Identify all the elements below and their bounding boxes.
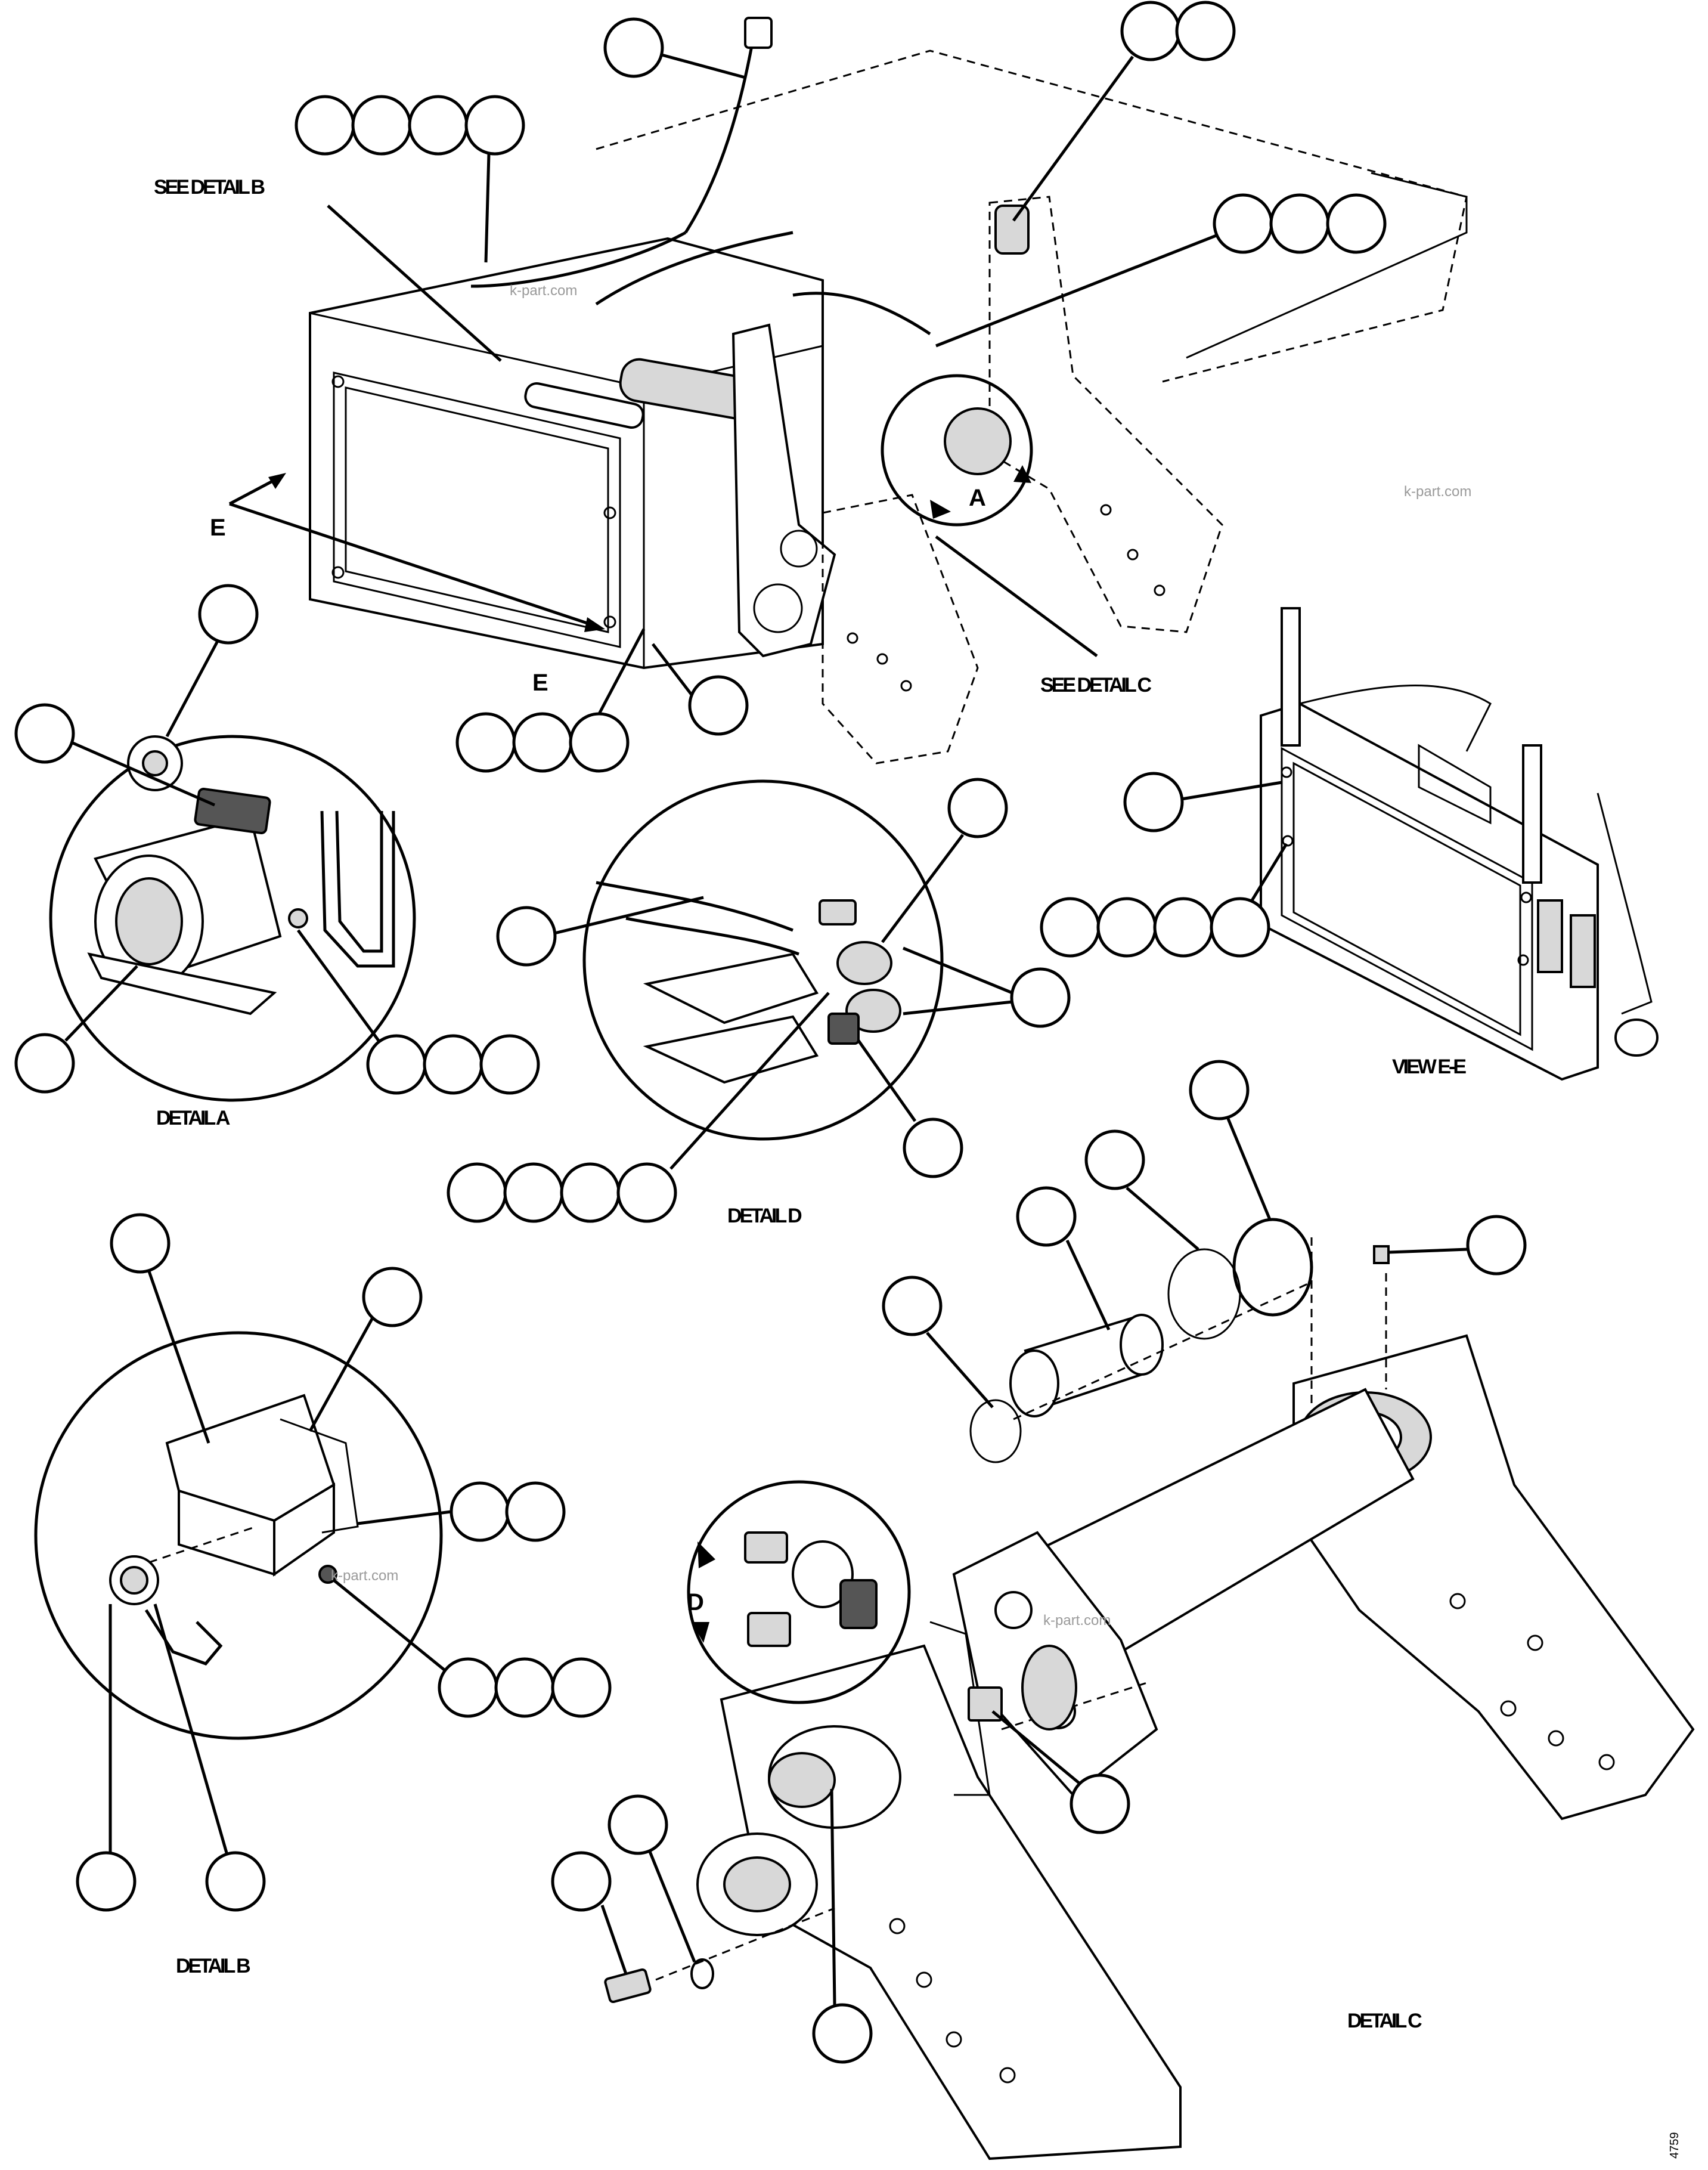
callout-detail-b-right-two (357, 1481, 566, 1542)
main-assembly (228, 1, 1468, 773)
detail-c (551, 1060, 1695, 2160)
detail-a (14, 584, 540, 1102)
callout-detail-a-bottom (14, 965, 138, 1094)
callout-detail-b-right-three (333, 1579, 612, 1718)
callout-view-ee-top (1123, 772, 1282, 832)
watermark-4: k-part.com (1043, 1612, 1111, 1629)
callout-detail-b-top-right (308, 1267, 423, 1432)
callout-detail-c-grease (1388, 1215, 1527, 1276)
callout-detail-c-bearing (812, 1788, 873, 2064)
callout-detail-b-bottom-left (76, 1604, 137, 1912)
callout-view-ee-cluster (1040, 843, 1288, 958)
callout-cover-plug (652, 643, 749, 736)
detail-a-label: DETAIL A (156, 1107, 230, 1129)
callout-detail-c-bolt (551, 1851, 628, 1974)
callout-harness (603, 17, 746, 79)
callout-detail-b-top-left (110, 1213, 210, 1444)
callout-detail-d-right (903, 946, 1071, 1028)
see-detail-b-label: SEE DETAIL B (154, 176, 265, 199)
callout-detail-c-snapring (882, 1276, 994, 1409)
detail-d (447, 778, 1071, 1223)
callout-detail-d-top (881, 778, 1008, 943)
callout-detail-d-bottom (857, 1039, 963, 1178)
callout-detail-d-left (496, 896, 704, 967)
callout-detail-c-washer (607, 1794, 696, 1962)
callout-detail-c-bushing (1016, 1186, 1111, 1331)
section-e-upper: E (210, 515, 226, 541)
callout-cluster-top-right-two (1012, 1, 1236, 222)
watermark-2: k-part.com (1404, 484, 1471, 500)
callout-detail-a-cluster (296, 929, 540, 1095)
detail-c-label: DETAIL C (1347, 2010, 1422, 2032)
drawing-number: 4759 (1668, 2132, 1681, 2159)
view-ee-label: VIEW E-E (1392, 1055, 1466, 1078)
callout-cluster-top-right-three (935, 193, 1387, 348)
section-d-arrow-label: D (687, 1589, 704, 1615)
view-ee (1040, 607, 1659, 1081)
detail-d-label: DETAIL D (727, 1205, 802, 1227)
callout-detail-c-pin (991, 1710, 1130, 1834)
callout-detail-a-top (165, 584, 259, 738)
section-e-lower: E (532, 670, 548, 696)
detail-b-label: DETAIL B (176, 1955, 250, 1977)
callout-detail-a-left (14, 703, 216, 807)
watermark-3: k-part.com (331, 1568, 398, 1584)
see-detail-c-label: SEE DETAIL C (1040, 674, 1152, 696)
callout-detail-c-ring (1084, 1129, 1199, 1250)
callout-cluster-top-left (295, 95, 525, 263)
callout-detail-d-cluster (447, 992, 830, 1223)
callout-detail-b-bottom-right (153, 1603, 266, 1912)
detail-b (34, 1213, 612, 1912)
section-a-arrow-label: A (969, 485, 986, 511)
callout-detail-c-seal (1189, 1060, 1272, 1220)
callout-cover-bolts (455, 628, 646, 773)
watermark-1: k-part.com (510, 283, 577, 299)
